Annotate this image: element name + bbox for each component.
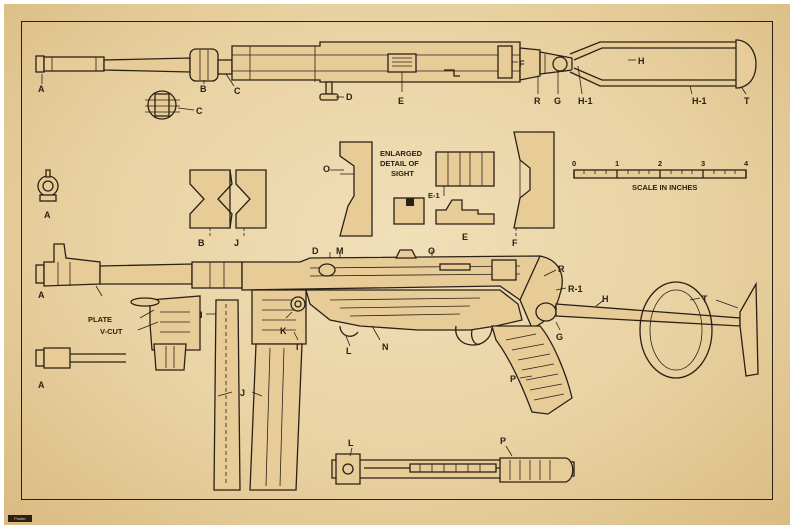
label-c-detail: C: [196, 106, 203, 116]
label-n-main: N: [382, 342, 389, 352]
brand-logo: Poster: [8, 515, 32, 522]
scale-label: SCALE IN INCHES: [632, 183, 697, 192]
label-j-main: J: [240, 388, 245, 398]
label-e-mid: E: [462, 232, 468, 242]
drawing-border: [21, 21, 773, 500]
label-r1-main: R-1: [568, 284, 583, 294]
label-b-mid: B: [198, 238, 205, 248]
barrel-nut-cross-sections: [189, 169, 267, 236]
label-a-main: A: [38, 290, 45, 300]
label-h-top: H: [638, 56, 645, 66]
scale-tick-3: 3: [701, 159, 705, 168]
label-t-top: T: [744, 96, 750, 106]
scale-bar: [573, 169, 747, 179]
label-m-main: M: [336, 246, 344, 256]
label-l-main: L: [346, 346, 352, 356]
sight-title-line2: DETAIL OF: [380, 159, 419, 168]
label-h1-top-left: H-1: [578, 96, 593, 106]
label-plate: PLATE: [88, 315, 112, 324]
label-f-mid: F: [512, 238, 518, 248]
label-i-left: I: [200, 310, 203, 320]
sight-title-line1: ENLARGED: [380, 149, 423, 158]
label-o-main: O: [428, 246, 435, 256]
label-g-main: G: [556, 332, 563, 342]
label-h-main: H: [602, 294, 609, 304]
label-b-top: B: [200, 84, 207, 94]
label-e-top: E: [398, 96, 404, 106]
rear-sight-profile: [330, 141, 373, 237]
label-e1: E-1: [428, 191, 440, 200]
label-v-cut: V-CUT: [100, 327, 123, 336]
bottom-top-view-drawing: [331, 445, 575, 485]
label-a-bottom: A: [38, 380, 45, 390]
sight-title-line3: SIGHT: [391, 169, 414, 178]
label-j-mid: J: [234, 238, 239, 248]
scale-tick-2: 2: [658, 159, 662, 168]
top-assembly-drawing: [35, 39, 757, 120]
label-d-top: D: [346, 92, 353, 102]
label-h1-top-right: H-1: [692, 96, 707, 106]
label-p-bottom: P: [500, 436, 506, 446]
label-a-top: A: [38, 84, 45, 94]
label-i-right: I: [296, 342, 299, 352]
label-r-main: R: [558, 264, 565, 274]
hinge-block-profile: [513, 131, 555, 236]
label-g-top: G: [554, 96, 561, 106]
label-a-ring: A: [44, 210, 51, 220]
label-f-top: F: [519, 59, 525, 69]
scale-tick-0: 0: [572, 159, 576, 168]
label-c-top: C: [234, 86, 241, 96]
label-p-main: P: [510, 374, 516, 384]
front-sight-detail: [37, 169, 59, 202]
main-assembly-drawing: [35, 243, 759, 491]
enlarged-sight-detail: [393, 151, 495, 225]
scale-tick-1: 1: [615, 159, 619, 168]
label-o-upper: O: [323, 164, 330, 174]
label-l-bottom: L: [348, 438, 354, 448]
scale-tick-4: 4: [744, 159, 749, 168]
label-t-main: T: [702, 294, 708, 304]
label-k-main: K: [280, 326, 287, 336]
label-d-main: D: [312, 246, 319, 256]
label-r-top: R: [534, 96, 541, 106]
